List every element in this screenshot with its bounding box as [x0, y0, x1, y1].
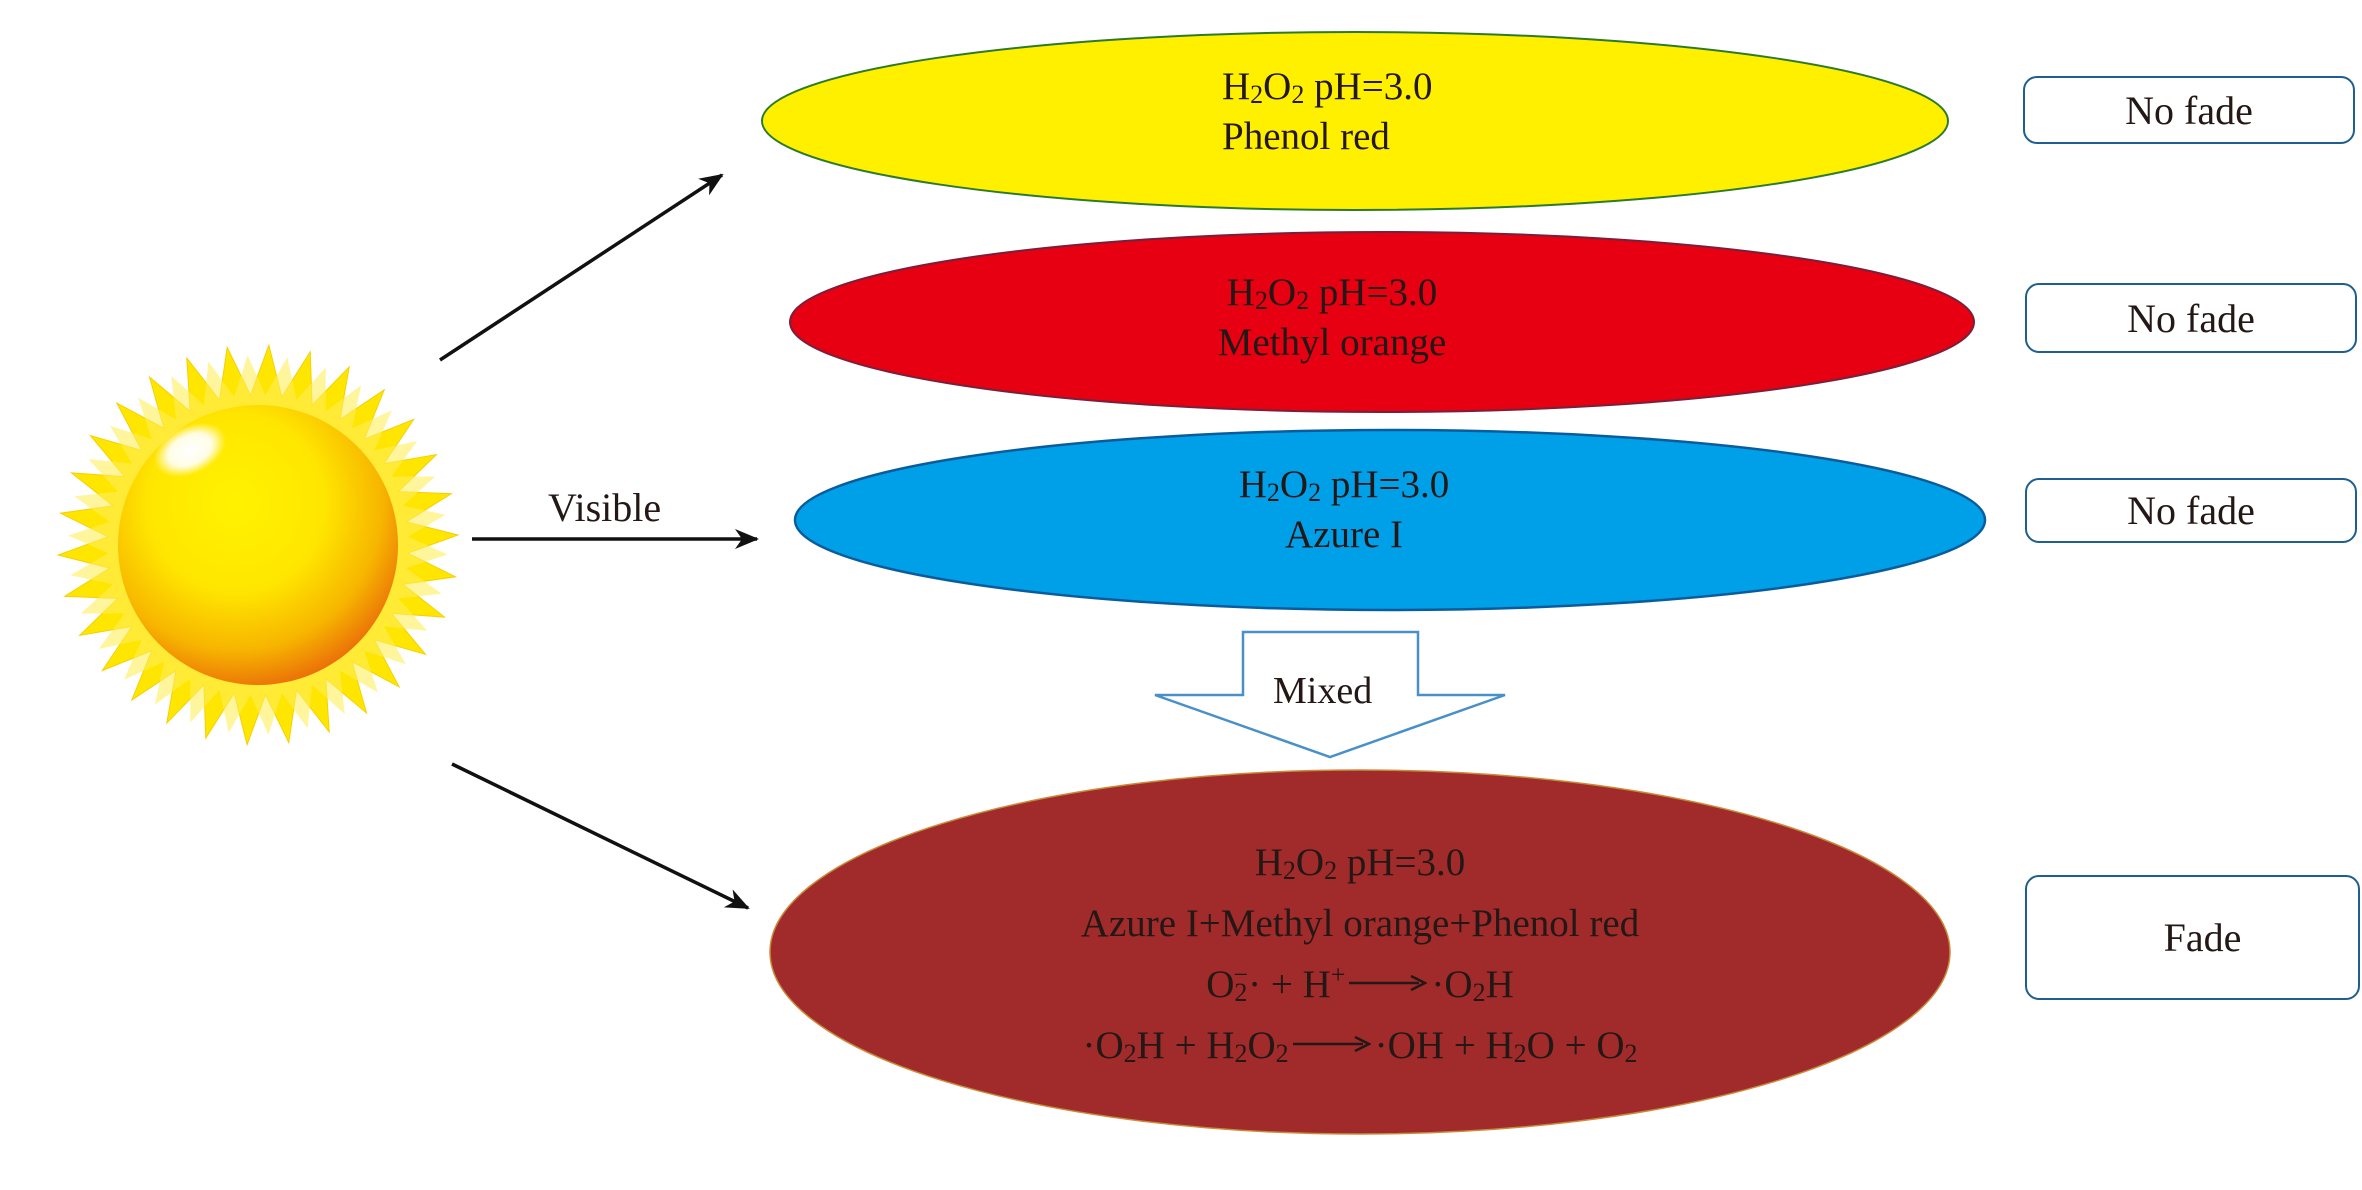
- result-label: No fade: [2127, 488, 2255, 533]
- result-box-mixture: Fade: [2025, 875, 2360, 1000]
- mixed-arrow-label: Mixed: [1273, 670, 1373, 712]
- reaction-arrow-icon: [1349, 974, 1428, 992]
- azure-text: H2O2 pH=3.0 Azure I: [1144, 460, 1544, 560]
- result-box-azure: No fade: [2025, 478, 2357, 543]
- sun-highlight: [154, 422, 226, 478]
- mixture-text: H2O2 pH=3.0 Azure I+Methyl orange+Phenol…: [1010, 832, 1710, 1076]
- azure-ellipse: [793, 428, 1987, 612]
- methyl-orange-ellipse: [789, 231, 1975, 413]
- azure-condition: H2O2 pH=3.0: [1238, 463, 1450, 507]
- reaction-arrow-icon: [1292, 1035, 1371, 1053]
- sun-icon: [56, 343, 460, 747]
- phenol-red-dye-name: Phenol red: [1222, 115, 1390, 158]
- methyl-orange-text: H2O2 pH=3.0 Methyl orange: [1132, 268, 1532, 368]
- mixture-ellipse: [769, 769, 1951, 1135]
- methyl-orange-condition: H2O2 pH=3.0: [1226, 271, 1438, 315]
- azure-dye-name: Azure I: [1284, 513, 1403, 556]
- mixture-condition: H2O2 pH=3.0: [1254, 841, 1466, 885]
- reaction-1: O2−· + H+·O2H: [1206, 960, 1514, 1007]
- visible-light-label: Visible: [548, 485, 662, 530]
- result-label: Fade: [2163, 915, 2242, 960]
- mixture-dyes: Azure I+Methyl orange+Phenol red: [1080, 902, 1640, 945]
- phenol-red-condition: H2O2 pH=3.0: [1222, 65, 1433, 109]
- reaction-2: ·O2H + H2O2·OH + H2O + O2: [1082, 1024, 1638, 1068]
- result-box-phenol-red: No fade: [2023, 76, 2355, 144]
- phenol-red-ellipse: [761, 31, 1949, 211]
- mixed-down-arrow: [1154, 630, 1506, 759]
- result-box-methyl-orange: No fade: [2025, 283, 2357, 353]
- result-label: No fade: [2125, 87, 2253, 133]
- arrow-to-mixture: [451, 762, 750, 910]
- phenol-red-text: H2O2 pH=3.0 Phenol red: [1222, 62, 1622, 162]
- arrow-to-phenol-red: [439, 173, 724, 362]
- methyl-orange-dye-name: Methyl orange: [1217, 321, 1447, 364]
- result-label: No fade: [2127, 295, 2255, 341]
